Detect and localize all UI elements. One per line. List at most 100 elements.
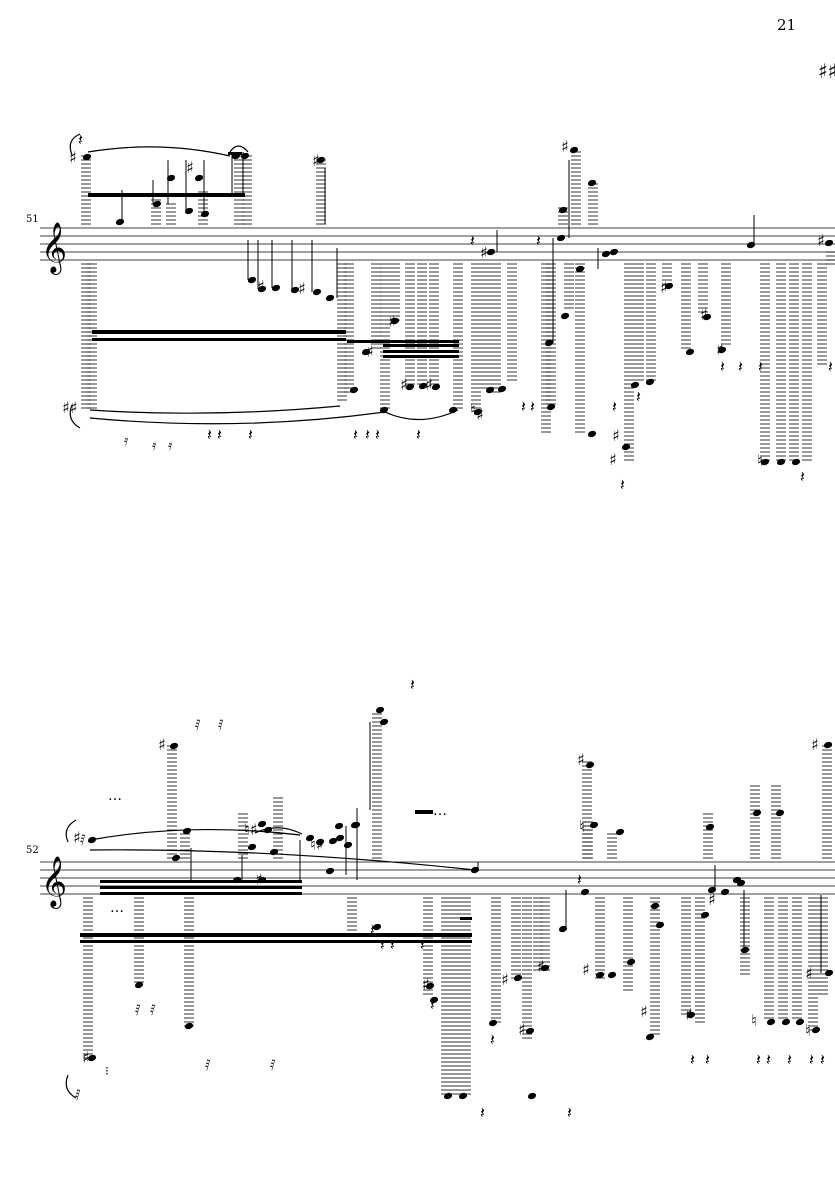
notehead [686, 1011, 696, 1019]
notehead [325, 867, 335, 875]
notehead [231, 152, 241, 160]
accidental-icon: ♮ [751, 1011, 757, 1030]
rest-icon: 𝄽 [217, 425, 222, 444]
dots: … [108, 788, 122, 804]
notehead [152, 200, 162, 208]
notehead [558, 206, 568, 214]
notehead [587, 430, 597, 438]
notehead [587, 179, 597, 187]
notehead [766, 1018, 776, 1026]
accidental-icon: ♯ [476, 405, 484, 424]
rest-icon: 𝄽 [480, 1103, 485, 1122]
treble-clef-icon: 𝄞 [41, 222, 67, 275]
accidental-icon: ♯ [811, 735, 819, 754]
notehead [824, 969, 834, 977]
notehead [664, 282, 674, 290]
accidental-icon: ♯ [366, 342, 374, 361]
notehead [589, 821, 599, 829]
accidental-icon: ♯ [422, 975, 430, 994]
rest-icon: 𝅀 [135, 1001, 141, 1019]
ledger-columns-upper [81, 151, 598, 225]
rest-icon: 𝄽 [470, 231, 475, 250]
rest-icon: 𝄽 [567, 1103, 572, 1122]
rest-icon: 𝄽 [800, 467, 805, 486]
notehead [717, 346, 727, 354]
rest-icon: 𝅀 [75, 1086, 81, 1104]
noteheads [87, 706, 834, 1100]
notehead [232, 876, 242, 884]
notehead [375, 706, 385, 714]
notehead [609, 248, 619, 256]
rest-icon: 𝄽 [809, 1050, 814, 1069]
notehead [740, 946, 750, 954]
notehead [316, 156, 326, 164]
accidental-icon: ♯ [537, 957, 545, 976]
notehead [431, 383, 441, 391]
notehead [343, 841, 353, 849]
notehead [171, 854, 181, 862]
notehead [795, 1018, 805, 1026]
stems [190, 722, 822, 973]
notehead [575, 265, 585, 273]
notehead [791, 458, 801, 466]
accidental-icon: ♯ [255, 870, 263, 889]
page-number: 21 [777, 16, 797, 34]
notehead [700, 911, 710, 919]
accidental-icon: ♯ [425, 375, 433, 394]
notehead [473, 408, 483, 416]
accidental-icon: ♮♯ [310, 835, 323, 854]
accidental-icon: ♯ [82, 1048, 90, 1067]
notehead [328, 837, 338, 845]
accidental-icon: ♯ [257, 277, 265, 296]
notehead [513, 974, 523, 982]
notehead [379, 406, 389, 414]
notehead [425, 982, 435, 990]
accidental-icon: ♯ [716, 340, 724, 359]
notehead [349, 386, 359, 394]
notehead [781, 1018, 791, 1026]
rest-icon: 𝄽 [705, 1050, 710, 1069]
notehead [312, 288, 322, 296]
accidental-icon: ♮♯ [244, 820, 257, 839]
rest-icon: 𝄽 [738, 357, 743, 376]
notehead [305, 834, 315, 842]
rest-icon: 𝄽 [720, 357, 725, 376]
notehead [486, 248, 496, 256]
accidental-icon: ♯ [69, 148, 77, 167]
accidental-icon: ♮ [805, 1021, 811, 1040]
notehead [372, 923, 382, 931]
ledger-columns-upper [167, 713, 832, 859]
notehead [115, 218, 125, 226]
rest-icon: 𝄽 [636, 387, 641, 406]
notehead [546, 403, 556, 411]
notehead [823, 741, 833, 749]
notehead [271, 284, 281, 292]
accidental-icon: ♯ [817, 231, 825, 250]
notehead [525, 1027, 535, 1035]
rest-icon: 𝅀 [195, 716, 201, 734]
accidental-icon: ♯ [480, 243, 488, 262]
accidental-icon: ♯ [400, 375, 408, 394]
accidental-icon: ♮ [470, 400, 476, 419]
notehead [707, 886, 717, 894]
rest-icon: 𝄽 [536, 231, 541, 250]
accidental-icon: ♯ [582, 960, 590, 979]
dots: ⁝ [105, 1064, 109, 1078]
accidental-icon: ♯ [612, 426, 620, 445]
rest-icon: 𝅀 [205, 1056, 211, 1074]
accidental-icon: ♯ [640, 1002, 648, 1021]
accidental-icon: ♯ [298, 279, 306, 298]
accidental-icon: ♯ [708, 890, 716, 909]
notehead [540, 964, 550, 972]
notehead [645, 1033, 655, 1041]
staff-lines [40, 227, 835, 261]
notehead [448, 406, 458, 414]
rest-icon: 𝄽 [620, 475, 625, 494]
rest-icon: 𝄽 [248, 425, 253, 444]
notehead [736, 879, 746, 887]
rest-icon: 𝄽 [756, 1050, 761, 1069]
notehead [585, 761, 595, 769]
notehead [601, 250, 611, 258]
notehead [607, 971, 617, 979]
